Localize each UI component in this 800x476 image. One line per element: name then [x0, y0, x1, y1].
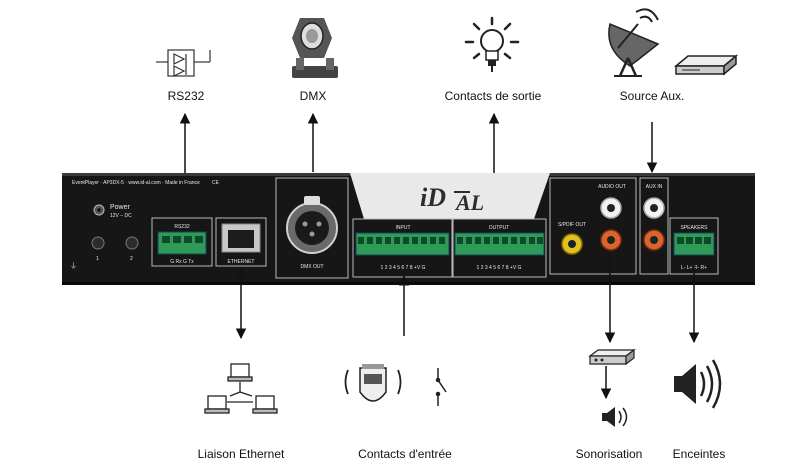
label-sonorisation: Sonorisation: [576, 447, 643, 461]
contact-switch-icon: [435, 368, 447, 406]
moving-head-light-icon: [292, 18, 338, 78]
output-terminal-block[interactable]: OUTPUT 1 2 3 4 5 6 7 8 +V G: [452, 218, 547, 278]
output-pin-labels: 1 2 3 4 5 6 7 8 +V G: [477, 265, 522, 271]
large-speaker-icon: [674, 359, 722, 409]
network-computers-icon: [204, 363, 278, 414]
ethernet-port[interactable]: ETHERNET: [215, 217, 267, 267]
label-liaison-ethernet: Liaison Ethernet: [198, 447, 285, 461]
audio-out-right-jack[interactable]: [600, 229, 622, 251]
label-contacts-entree: Contacts d'entrée: [358, 447, 452, 461]
spdif-out-label: S/PDIF OUT: [558, 222, 586, 228]
logo-id: iD: [420, 183, 446, 212]
speakers-label: SPEAKERS: [681, 225, 709, 231]
dmx-out-connector[interactable]: DMX OUT: [275, 177, 349, 279]
device-rear-panel: EventPlayer · AP3DX-5 · www.id-al.com · …: [62, 173, 755, 285]
dmx-out-label: DMX OUT: [300, 264, 323, 270]
label-enceintes: Enceintes: [673, 447, 726, 461]
aux-in-label: AUX IN: [646, 184, 663, 190]
rs232-pin-labels: G Rx G Tx: [170, 259, 194, 265]
input-label: INPUT: [396, 225, 411, 231]
ethernet-port-label: ETHERNET: [228, 259, 255, 265]
label-source-aux: Source Aux.: [620, 89, 685, 103]
button-2-label: 2: [130, 256, 133, 262]
light-bulb-icon: [464, 16, 520, 72]
label-rs232: RS232: [168, 89, 205, 103]
idal-logo: iD AL: [350, 173, 550, 219]
button-1-label: 1: [96, 256, 99, 262]
rs232-port-label: RS232: [174, 224, 190, 230]
amplifier-icon: [588, 348, 636, 366]
rs232-icon: [156, 49, 211, 77]
aux-in-right-jack[interactable]: [643, 229, 665, 251]
motion-detector-icon: [344, 364, 402, 402]
small-speaker-icon: [602, 407, 628, 427]
ce-mark: CE: [212, 180, 220, 186]
button-1[interactable]: [91, 236, 105, 250]
ground-symbol: ⏚: [70, 262, 77, 270]
power-voltage-label: 12V – DC: [110, 213, 132, 219]
label-contacts-de-sortie: Contacts de sortie: [445, 89, 542, 103]
satellite-dish-icon: [608, 8, 660, 77]
aux-player-device-icon: [673, 54, 739, 76]
power-label: Power: [110, 204, 131, 211]
spdif-out-jack[interactable]: [561, 233, 583, 255]
button-2[interactable]: [125, 236, 139, 250]
rs232-port[interactable]: RS232 G Rx G Tx: [151, 217, 213, 267]
output-label: OUTPUT: [489, 225, 510, 231]
input-pin-labels: 1 2 3 4 5 6 7 8 +V G: [381, 265, 426, 271]
model-text: EventPlayer · AP3DX-5 · www.id-al.com · …: [72, 180, 200, 186]
label-dmx: DMX: [300, 89, 327, 103]
input-terminal-block[interactable]: INPUT 1 2 3 4 5 6 7 8 +V G: [352, 218, 453, 278]
aux-in-left-jack[interactable]: [643, 197, 665, 219]
audio-out-left-jack[interactable]: [600, 197, 622, 219]
logo-al: AL: [454, 190, 484, 215]
audio-out-label: AUDIO OUT: [598, 184, 626, 190]
